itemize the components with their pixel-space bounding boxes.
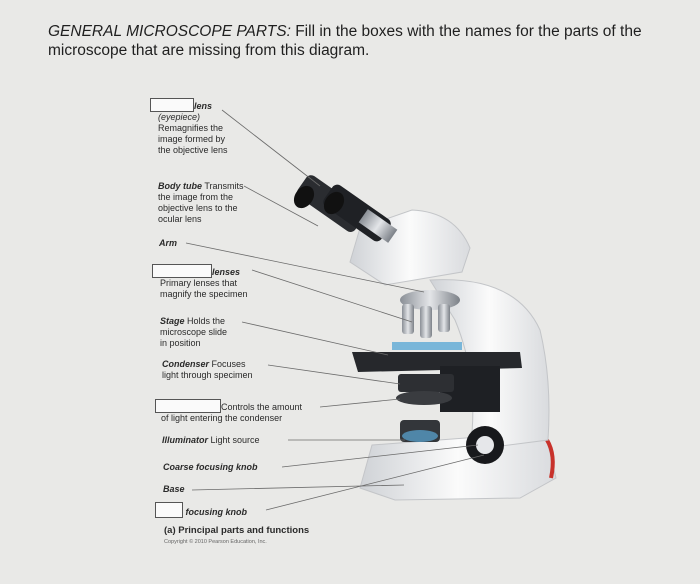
label-objective-lenses: lenses Primary lenses that magnify the s… bbox=[152, 264, 248, 300]
figure-caption: (a) Principal parts and functions bbox=[164, 525, 310, 536]
label-condenser: Condenser Focuses light through specimen bbox=[162, 359, 253, 380]
objective-2 bbox=[420, 306, 432, 338]
label-body-tube: Body tube Transmits the image from the o… bbox=[158, 181, 244, 224]
copyright-text: Copyright © 2010 Pearson Education, Inc. bbox=[164, 539, 267, 545]
label-arm: Arm bbox=[159, 238, 178, 248]
label-base: Base bbox=[163, 484, 185, 494]
slide bbox=[392, 342, 462, 350]
fine-knob bbox=[476, 436, 494, 454]
red-accent bbox=[545, 438, 555, 479]
leader-lines bbox=[185, 109, 485, 511]
question-body: Fill in the boxes with the names for the… bbox=[48, 23, 642, 59]
label-stage: Stage Holds the microscope slide in posi… bbox=[160, 316, 228, 348]
condenser-body bbox=[398, 374, 454, 392]
answer-box-fine[interactable] bbox=[155, 502, 183, 518]
label-fine-knob: focusing knob bbox=[155, 502, 247, 518]
answer-box-ocular[interactable] bbox=[150, 98, 194, 112]
iris-diaphragm bbox=[396, 391, 452, 405]
question-text: GENERAL MICROSCOPE PARTS: Fill in the bo… bbox=[48, 22, 688, 60]
light-source bbox=[402, 430, 438, 442]
answer-box-objective[interactable] bbox=[152, 264, 212, 278]
objective-1 bbox=[402, 304, 414, 334]
question-heading: GENERAL MICROSCOPE PARTS: bbox=[48, 23, 291, 40]
label-iris-diaphragm: Controls the amount of light entering th… bbox=[155, 399, 302, 424]
label-ocular-lens: lens (eyepiece) Remagnifies the image fo… bbox=[150, 98, 228, 156]
eyepieces bbox=[293, 175, 398, 243]
label-illuminator: Illuminator Light source bbox=[162, 435, 260, 445]
answer-box-iris[interactable] bbox=[155, 399, 221, 413]
label-coarse-knob: Coarse focusing knob bbox=[163, 462, 258, 472]
objective-3 bbox=[438, 304, 450, 332]
